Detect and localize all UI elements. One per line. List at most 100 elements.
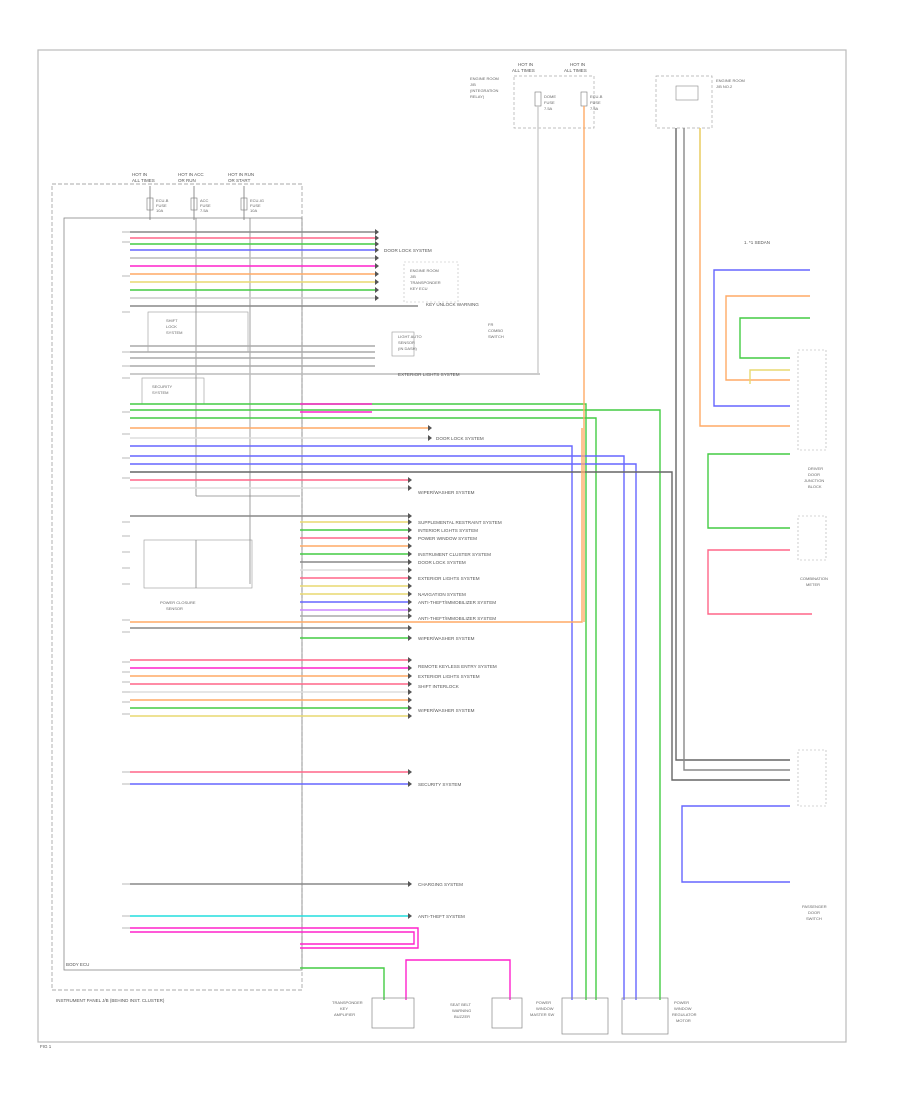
ecu-inner-blocks: SHIFT LOCK SYSTEM SECURITY SYSTEM POWER … xyxy=(141,218,300,611)
main-unit-label: INSTRUMENT PANEL J/B (BEHIND INST. CLUST… xyxy=(56,998,165,1003)
transponder-key-ecu-line3: TRANSPONDER xyxy=(410,280,441,285)
dome-fuse-line3: 7.5A xyxy=(544,106,553,111)
system-label: KEY UNLOCK WARNING xyxy=(426,302,479,307)
system-label: ANTI-THEFT SYSTEM xyxy=(418,914,465,919)
connector-block-3 xyxy=(797,749,827,807)
transponder-key-ecu-line1: ENGINE ROOM xyxy=(410,268,439,273)
fuse-2-label-line3: 7.5A xyxy=(200,208,209,213)
top-right-header-2-line1: HOT IN xyxy=(570,62,585,67)
fr-combo-switch-line2: COMBO xyxy=(488,328,503,333)
fuse-header-3-line1: HOT IN RUN xyxy=(228,172,254,177)
power-window-regulator-motor xyxy=(621,997,669,1035)
fuse-1 xyxy=(146,197,154,211)
fuse-header-1-line1: HOT IN xyxy=(132,172,147,177)
fr-combo-switch-line1: FR xyxy=(488,322,493,327)
fuse-2-label-line1: ACC xyxy=(200,198,209,203)
system-label: EXTERIOR LIGHTS SYSTEM xyxy=(418,576,480,581)
transponder-key-amplifier-line3: AMPLIFIER xyxy=(334,1012,355,1017)
light-auto-sensor xyxy=(391,331,415,357)
seat-belt-warning-buzzer xyxy=(491,997,523,1029)
fuse-3-label-line1: ECU-IG xyxy=(250,198,264,203)
system-label: ANTI-THEFT/IMMOBILIZER SYSTEM xyxy=(418,616,496,621)
top-right-components: HOT IN ALL TIMES HOT IN ALL TIMES ENGINE… xyxy=(470,62,770,245)
page-label: FIG 1 xyxy=(40,1044,52,1049)
system-label: REMOTE KEYLESS ENTRY SYSTEM xyxy=(418,664,497,669)
inner-block-1-line3: SYSTEM xyxy=(166,330,182,335)
power-window-motor-line3: REGULATOR xyxy=(672,1012,697,1017)
engine-room-jb-no2-line1: ENGINE ROOM xyxy=(716,78,745,83)
system-label: INTERIOR LIGHTS SYSTEM xyxy=(418,528,478,533)
passenger-door-switch-line1: PASSENGER xyxy=(802,904,827,909)
system-labels: DOOR LOCK SYSTEM KEY UNLOCK WARNING EXTE… xyxy=(384,248,502,919)
system-label: INSTRUMENT CLUSTER SYSTEM xyxy=(418,552,491,557)
power-window-motor-line1: POWER xyxy=(674,1000,689,1005)
seat-belt-buzzer-line2: WARNING xyxy=(452,1008,471,1013)
top-right-wires xyxy=(537,106,790,771)
passenger-door-switch-line2: DOOR xyxy=(808,910,820,915)
transponder-key-ecu-line4: KEY ECU xyxy=(410,286,428,291)
combination-meter-line2: METER xyxy=(806,582,820,587)
system-label: WIPER/WASHER SYSTEM xyxy=(418,708,475,713)
power-window-motor-line4: MOTOR xyxy=(676,1018,691,1023)
system-label: CHARGING SYSTEM xyxy=(418,882,463,887)
driver-door-jb-line2: DOOR xyxy=(808,472,820,477)
power-window-master-line2: WINDOW xyxy=(536,1006,554,1011)
ecu-b-fuse-2-line2: FUSE xyxy=(590,100,601,105)
power-window-motor-line2: WINDOW xyxy=(674,1006,692,1011)
engine-room-jb-line2: J/B xyxy=(470,82,476,87)
fuse-2 xyxy=(190,197,198,211)
inner-block-3 xyxy=(143,539,253,589)
inner-block-3-line1: POWER CLOSURE xyxy=(160,600,196,605)
system-label: DOOR LOCK SYSTEM xyxy=(436,436,484,441)
middle-components: ENGINE ROOM J/B TRANSPONDER KEY ECU LIGH… xyxy=(391,261,504,357)
diagram-border xyxy=(37,49,847,1043)
system-label: SECURITY SYSTEM xyxy=(418,782,461,787)
fr-combo-switch-line3: SWITCH xyxy=(488,334,504,339)
dome-fuse xyxy=(534,91,542,107)
fuse-1-label-line3: 10A xyxy=(156,208,163,213)
fuse-1-label-line2: FUSE xyxy=(156,203,167,208)
power-window-master-line1: POWER xyxy=(536,1000,551,1005)
system-label: DOOR LOCK SYSTEM xyxy=(418,560,466,565)
driver-door-jb-line4: BLOCK xyxy=(808,484,822,489)
ecu-pin-ticks xyxy=(122,231,130,929)
fuse-2-label-line2: FUSE xyxy=(200,203,211,208)
system-label: POWER WINDOW SYSTEM xyxy=(418,536,477,541)
fuse-3-label-line3: 10A xyxy=(250,208,257,213)
instrument-panel-junction-block: BODY ECU INSTRUMENT PANEL J/B (BEHIND IN… xyxy=(40,183,303,1049)
engine-room-jb-no2 xyxy=(655,75,713,129)
top-right-header-2-line2: ALL TIMES xyxy=(564,68,587,73)
engine-room-jb-line3: (INTEGRATION xyxy=(470,88,498,93)
fuse-header-2-line2: OR RUN xyxy=(178,178,196,183)
system-label: EXTERIOR LIGHTS SYSTEM xyxy=(418,674,480,679)
ecu-label: BODY ECU xyxy=(66,962,89,967)
engine-room-jb-box xyxy=(513,75,595,129)
fuse-header-3-line2: OR START xyxy=(228,178,251,183)
key-note: 1. *1 SEDAN xyxy=(744,240,770,245)
engine-room-jb-line1: ENGINE ROOM xyxy=(470,76,499,81)
system-label: DOOR LOCK SYSTEM xyxy=(384,248,432,253)
right-side-wires xyxy=(681,269,812,883)
inner-block-2-line1: SECURITY xyxy=(152,384,173,389)
top-right-header-1-line1: HOT IN xyxy=(518,62,533,67)
transponder-key-ecu-line2: J/B xyxy=(410,274,416,279)
passenger-door-switch-line3: SWITCH xyxy=(806,916,822,921)
power-window-master-switch xyxy=(561,997,609,1035)
inner-block-1-line2: LOCK xyxy=(166,324,177,329)
engine-room-jb-no2-line2: J/B NO.2 xyxy=(716,84,733,89)
ecu-output-wires xyxy=(130,231,790,1000)
system-arrows xyxy=(375,229,432,919)
transponder-key-amplifier-line2: KEY xyxy=(340,1006,348,1011)
transponder-key-amplifier xyxy=(371,997,415,1029)
system-label: WIPER/WASHER SYSTEM xyxy=(418,636,475,641)
system-label: SUPPLEMENTAL RESTRAINT SYSTEM xyxy=(418,520,502,525)
dome-fuse-line1: DOME xyxy=(544,94,556,99)
ecu-b-fuse-2-line1: ECU-B xyxy=(590,94,603,99)
right-side-components: DRIVER DOOR JUNCTION BLOCK COMBINATION M… xyxy=(797,349,828,921)
ecu-b-fuse-2 xyxy=(580,91,588,107)
fuse-3-label-line2: FUSE xyxy=(250,203,261,208)
inner-block-3-line2: SENSOR xyxy=(166,606,183,611)
dome-fuse-line2: FUSE xyxy=(544,100,555,105)
light-auto-sensor-line3: (IN DASH) xyxy=(398,346,418,351)
